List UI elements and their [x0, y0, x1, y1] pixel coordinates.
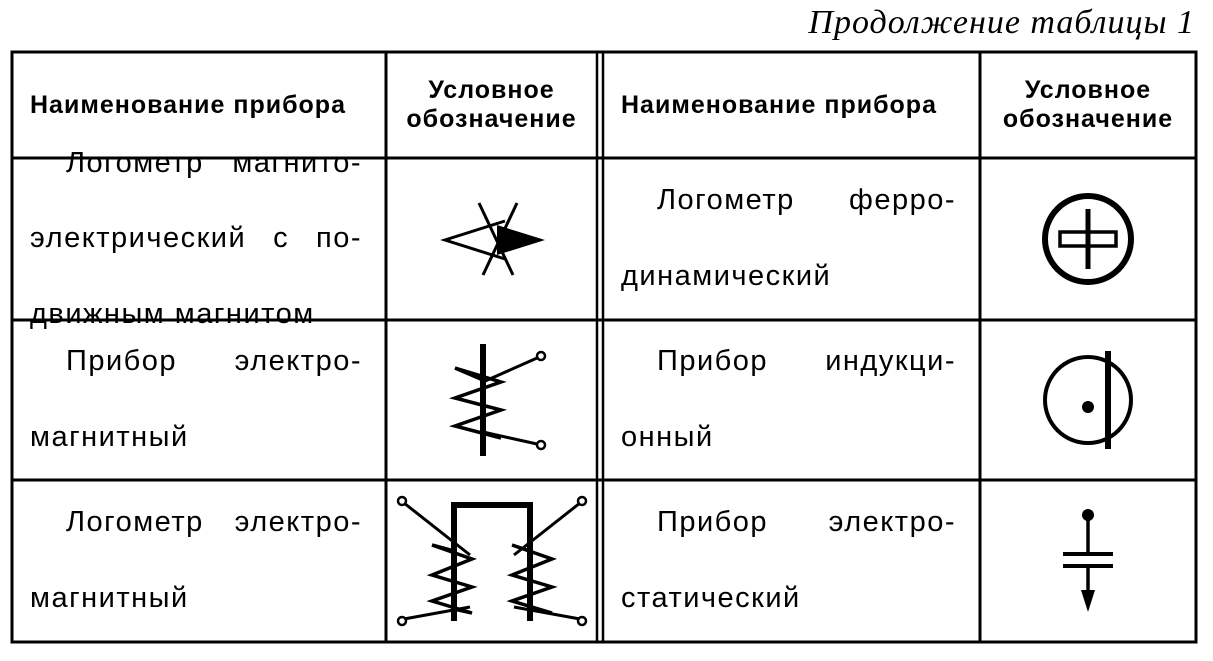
instrument-symbols-table: Наименование прибора Условное обозначени…: [10, 50, 1198, 644]
table-continuation-caption: Продолжение таблицы 1: [808, 4, 1195, 41]
table-row-2-right-name: Прибор индукци- онный: [605, 322, 978, 478]
name-line: магнитный: [30, 420, 189, 453]
name-line: магнитный: [30, 581, 189, 614]
moving-magnet-ratiometer-icon: [388, 160, 595, 318]
name-line: статический: [621, 581, 801, 614]
name-line: Логометр электро-: [66, 506, 362, 539]
name-line: движным магнитом: [30, 297, 315, 330]
name-line: Прибор электро-: [657, 506, 956, 539]
electromagnetic-instrument-icon: [388, 322, 595, 478]
header-symbol-col-left: Условное обозначение: [388, 54, 595, 156]
induction-instrument-icon: [982, 322, 1194, 478]
name-line: Прибор индукци-: [657, 345, 956, 378]
header-name-col-right: Наименование прибора: [605, 54, 978, 156]
header-symbol-label-line2: обозначение: [1002, 105, 1174, 133]
name-line: Логометр ферро-: [657, 184, 956, 217]
header-symbol-col-right: Условное обозначение: [982, 54, 1194, 156]
name-line: электрический с по-: [30, 222, 362, 255]
ferrodynamic-ratiometer-icon: [982, 160, 1194, 318]
name-line: Прибор электро-: [66, 345, 362, 378]
header-name-col-left: Наименование прибора: [14, 54, 384, 156]
name-line: онный: [621, 420, 714, 453]
table-row-3-right-name: Прибор электро- статический: [605, 482, 978, 640]
header-symbol-label-line1: Условное: [1024, 76, 1152, 105]
table-row-1-left-name: Логометр магнито- электрический с по- дв…: [14, 147, 384, 330]
table-row-1-right-name: Логометр ферро- динамический: [605, 160, 978, 318]
table-row-3-left-name: Логометр электро- магнитный: [14, 482, 384, 640]
header-symbol-label-line1: Условное: [428, 76, 555, 105]
header-symbol-label-line2: обозначение: [406, 105, 577, 133]
name-line: Логометр магнито-: [66, 146, 362, 179]
table-row-2-left-name: Прибор электро- магнитный: [14, 322, 384, 478]
header-name-label: Наименование прибора: [30, 90, 346, 119]
electromagnetic-ratiometer-icon: [388, 482, 595, 640]
header-name-label: Наименование прибора: [621, 90, 937, 119]
electrostatic-instrument-icon: [982, 482, 1194, 640]
name-line: динамический: [621, 259, 832, 292]
